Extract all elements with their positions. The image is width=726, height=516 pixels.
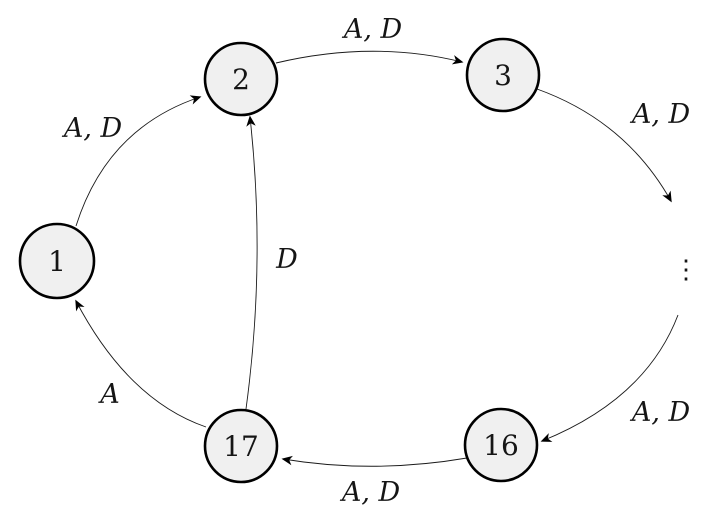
edge-ellipsis-to-16: [540, 314, 679, 442]
edge-label-16-17: A, D: [339, 477, 401, 508]
edge-3-to-ellipsis: [536, 88, 672, 203]
node-3-circle: [465, 37, 541, 113]
state-node-2: 2: [203, 41, 279, 117]
edge-16-to-17: [281, 455, 468, 467]
node-16-label: 16: [483, 429, 519, 462]
node-1-label: 1: [48, 245, 66, 278]
edge-1-to-2: [75, 95, 202, 227]
edge-label-17-1: A: [97, 379, 120, 410]
node-3-label: 3: [494, 59, 512, 92]
node-2-circle: [203, 41, 279, 117]
state-node-16: 16: [463, 407, 539, 483]
node-17-circle: [203, 408, 279, 484]
edge-2-to-3: [275, 50, 464, 65]
ellipsis-dots: ⋮: [673, 255, 699, 285]
edge-17-to-2: [245, 115, 258, 410]
edge-group: [75, 50, 679, 467]
node-group: 1 2 3 16 17: [18, 37, 541, 484]
edge-label-2-3: A, D: [341, 14, 403, 45]
node-1-circle: [18, 222, 96, 300]
edge-17-to-1: [75, 299, 207, 428]
state-node-3: 3: [465, 37, 541, 113]
state-node-17: 17: [203, 408, 279, 484]
node-17-label: 17: [223, 430, 259, 463]
edge-label-1-2: A, D: [61, 113, 123, 144]
edge-label-17-2: D: [275, 244, 298, 275]
state-node-1: 1: [18, 222, 96, 300]
node-16-circle: [463, 407, 539, 483]
edge-label-3-ellipsis: A, D: [629, 99, 691, 130]
edge-label-group: A, D A, D A, D A, D A, D A D: [61, 14, 691, 508]
node-2-label: 2: [232, 63, 250, 96]
edge-label-ellipsis-16: A, D: [629, 397, 691, 428]
